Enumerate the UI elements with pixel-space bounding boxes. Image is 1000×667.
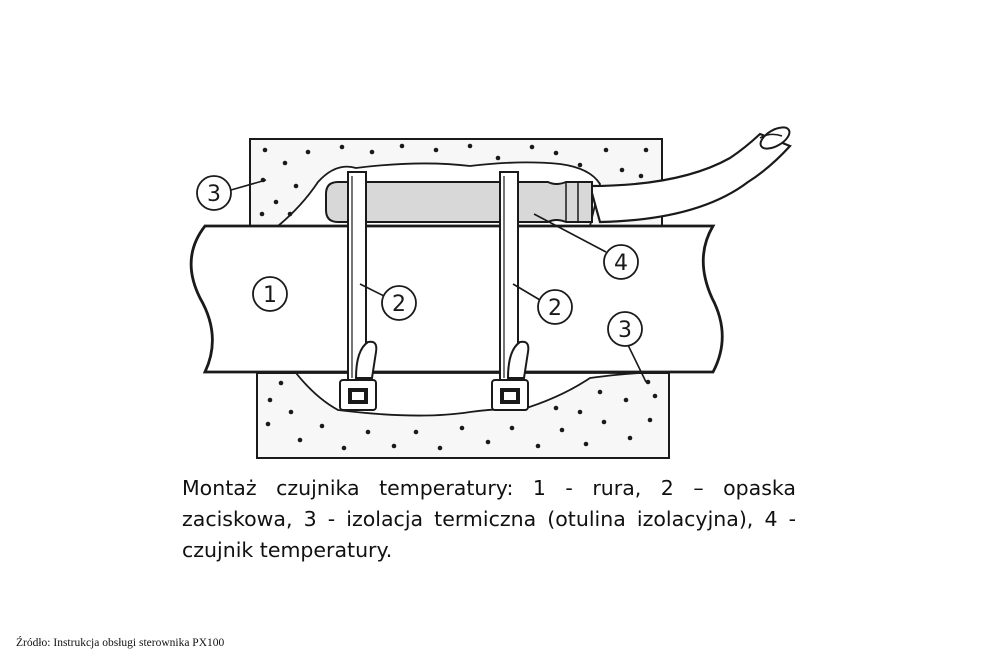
callout-3-top: 3 bbox=[196, 175, 232, 211]
source-note: Źródło: Instrukcja obsługi sterownika PX… bbox=[16, 637, 225, 649]
pipe bbox=[189, 224, 724, 374]
callout-3-bottom: 3 bbox=[607, 311, 643, 347]
sensor-mounting-diagram: 3 1 2 2 4 3 bbox=[189, 126, 792, 459]
svg-text:1: 1 bbox=[263, 283, 277, 308]
callout-leaders bbox=[230, 179, 647, 383]
svg-text:4: 4 bbox=[614, 251, 628, 276]
sensor-cable bbox=[588, 132, 792, 224]
insulation-dots bbox=[259, 143, 658, 451]
svg-text:3: 3 bbox=[618, 318, 632, 343]
callout-4: 4 bbox=[603, 244, 639, 280]
callout-2-right: 2 bbox=[537, 289, 573, 325]
svg-text:3: 3 bbox=[207, 182, 221, 207]
cable-tie-right bbox=[491, 171, 530, 411]
cable-end bbox=[759, 126, 791, 150]
cable-tie-left bbox=[339, 171, 378, 411]
svg-text:2: 2 bbox=[548, 296, 562, 321]
callout-2-left: 2 bbox=[381, 285, 417, 321]
insulation-bottom bbox=[256, 372, 670, 459]
figure-caption: Montaż czujnika temperatury: 1 - rura, 2… bbox=[182, 476, 796, 562]
callout-1: 1 bbox=[252, 276, 288, 312]
svg-text:2: 2 bbox=[392, 292, 406, 317]
